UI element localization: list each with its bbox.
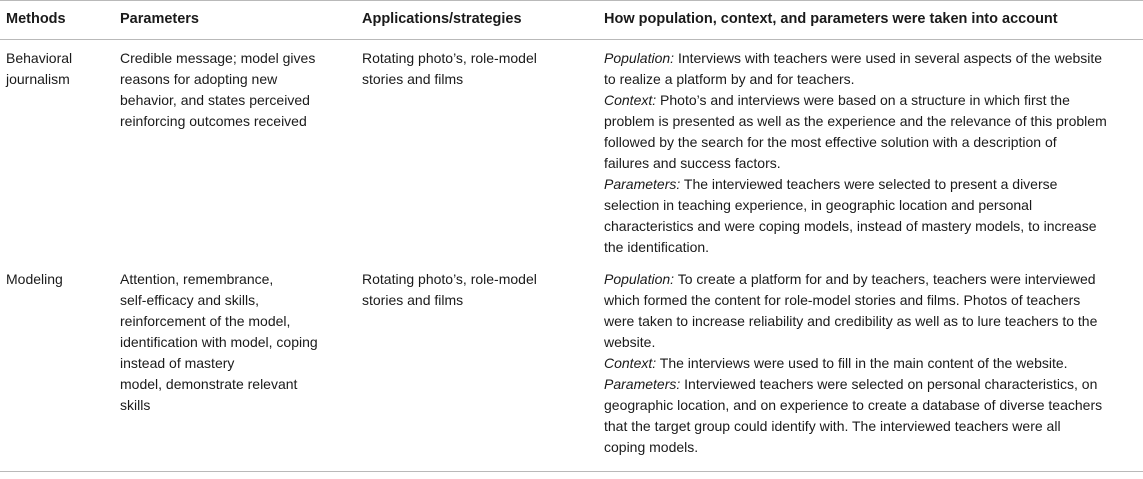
applications-cell: Rotating photo’s, role-model stories and … [356, 261, 598, 472]
header-account: How population, context, and parameters … [598, 0, 1143, 40]
account-text: followed by the search for the most effe… [604, 134, 1057, 150]
method-cell-line: Behavioral [6, 50, 73, 66]
account-label: Context: [604, 92, 657, 108]
account-line: Context: The interviews were used to fil… [604, 353, 1137, 374]
account-text: which formed the content for role-model … [604, 292, 1081, 308]
account-text: selection in teaching experience, in geo… [604, 197, 1033, 213]
account-line: website. [604, 332, 1137, 353]
account-line: Population: Interviews with teachers wer… [604, 48, 1137, 69]
account-text: were taken to increase reliability and c… [604, 313, 1098, 329]
applications-cell-line: Rotating photo’s, role-model [362, 271, 537, 287]
parameters-cell-line: reasons for adopting new [120, 71, 278, 87]
account-text: The interviewed teachers were selected t… [680, 176, 1058, 192]
table-row: Modeling Attention, remembrance, self-effi… [0, 261, 1143, 472]
account-line: that the target group could identify wit… [604, 416, 1137, 437]
account-label: Population: [604, 50, 675, 66]
applications-cell-line: stories and films [362, 292, 464, 308]
parameters-cell-line: behavior, and states perceived [120, 92, 310, 108]
parameters-cell-line: identification with model, coping [120, 334, 318, 350]
parameters-cell-line: reinforcing outcomes received [120, 113, 307, 129]
account-line: which formed the content for role-model … [604, 290, 1137, 311]
applications-cell-line: stories and films [362, 71, 464, 87]
header-methods: Methods [0, 0, 114, 40]
account-label: Parameters: [604, 376, 681, 392]
account-line: Population: To create a platform for and… [604, 269, 1137, 290]
account-cell: Population: Interviews with teachers wer… [598, 40, 1143, 262]
method-cell: Modeling [0, 261, 114, 472]
account-text: The interviews were used to fill in the … [656, 355, 1068, 371]
table-row: Behavioral journalism Credible message; mo… [0, 40, 1143, 262]
account-label: Context: [604, 355, 657, 371]
account-line: coping models. [604, 437, 1137, 458]
account-text: website. [604, 334, 656, 350]
parameters-cell-line: instead of mastery [120, 355, 235, 371]
account-text: Interviews with teachers were used in se… [674, 50, 1103, 66]
account-text: To create a platform for and by teachers… [674, 271, 1096, 287]
account-text: coping models. [604, 439, 699, 455]
parameters-cell-line: model, demonstrate relevant [120, 376, 298, 392]
account-text: that the target group could identify wit… [604, 418, 1061, 434]
account-line: failures and success factors. [604, 153, 1137, 174]
account-line: followed by the search for the most effe… [604, 132, 1137, 153]
account-line: characteristics and were coping models, … [604, 216, 1137, 237]
account-label: Parameters: [604, 176, 681, 192]
account-text: problem is presented as well as the expe… [604, 113, 1107, 129]
parameters-cell: Credible message; model gives reasons for… [114, 40, 356, 262]
applications-cell-line: Rotating photo’s, role-model [362, 50, 537, 66]
method-cell-line: journalism [6, 71, 70, 87]
parameters-cell-line: Credible message; model gives [120, 50, 316, 66]
header-parameters: Parameters [114, 0, 356, 40]
parameters-cell: Attention, remembrance, self-efficacy and… [114, 261, 356, 472]
account-text: to realize a platform by and for teacher… [604, 71, 855, 87]
account-line: Parameters: Interviewed teachers were se… [604, 374, 1137, 395]
account-text: Interviewed teachers were selected on pe… [680, 376, 1098, 392]
method-cell-line: Modeling [6, 271, 63, 287]
account-line: problem is presented as well as the expe… [604, 111, 1137, 132]
header-applications: Applications/strategies [356, 0, 598, 40]
parameters-cell-line: Attention, remembrance, [120, 271, 274, 287]
applications-cell: Rotating photo’s, role-model stories and … [356, 40, 598, 262]
account-text: characteristics and were coping models, … [604, 218, 1097, 234]
account-line: geographic location, and on experience t… [604, 395, 1137, 416]
account-text: failures and success factors. [604, 155, 781, 171]
account-cell: Population: To create a platform for and… [598, 261, 1143, 472]
account-text: the identification. [604, 239, 710, 255]
account-line: Context: Photo’s and interviews were bas… [604, 90, 1137, 111]
account-label: Population: [604, 271, 675, 287]
method-cell: Behavioral journalism [0, 40, 114, 262]
account-line: Parameters: The interviewed teachers wer… [604, 174, 1137, 195]
account-line: the identification. [604, 237, 1137, 258]
parameters-cell-line: reinforcement of the model, [120, 313, 291, 329]
account-line: to realize a platform by and for teacher… [604, 69, 1137, 90]
header-row: Methods Parameters Applications/strategi… [0, 0, 1143, 40]
parameters-cell-line: self-efficacy and skills, [120, 292, 260, 308]
account-line: selection in teaching experience, in geo… [604, 195, 1137, 216]
account-line: were taken to increase reliability and c… [604, 311, 1137, 332]
account-text: Photo’s and interviews were based on a s… [656, 92, 1070, 108]
parameters-cell-line: skills [120, 397, 151, 413]
account-text: geographic location, and on experience t… [604, 397, 1103, 413]
